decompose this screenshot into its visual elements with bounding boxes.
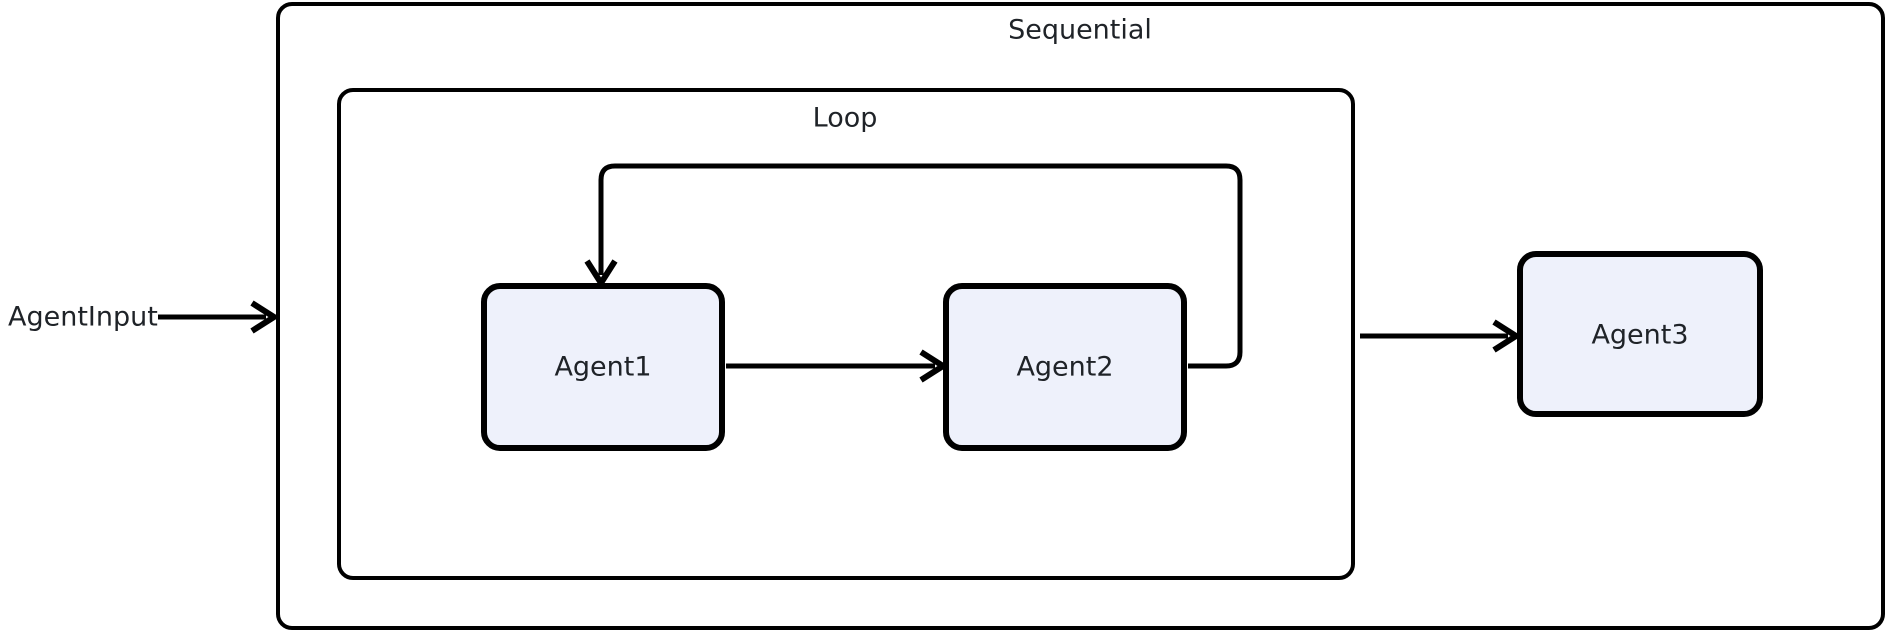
group-box-loop[interactable] [337,88,1355,580]
node-agent2[interactable]: Agent2 [943,283,1187,451]
node-agent3-label: Agent3 [1591,320,1688,351]
external-input-label: AgentInput [8,302,158,333]
node-agent3-box[interactable] [1517,251,1763,417]
edge-loop-to-agent3 [1360,319,1522,353]
group-title-loop: Loop [813,103,878,134]
node-agent1-label: Agent1 [554,352,651,383]
node-agent1-box[interactable] [481,283,725,451]
node-agent2-label: Agent2 [1016,352,1113,383]
node-agent3[interactable]: Agent3 [1517,251,1763,417]
group-title-sequential: Sequential [1008,15,1152,46]
node-agent1[interactable]: Agent1 [481,283,725,451]
node-agent2-box[interactable] [943,283,1187,451]
edge-agentinput-to-sequential [158,300,280,334]
